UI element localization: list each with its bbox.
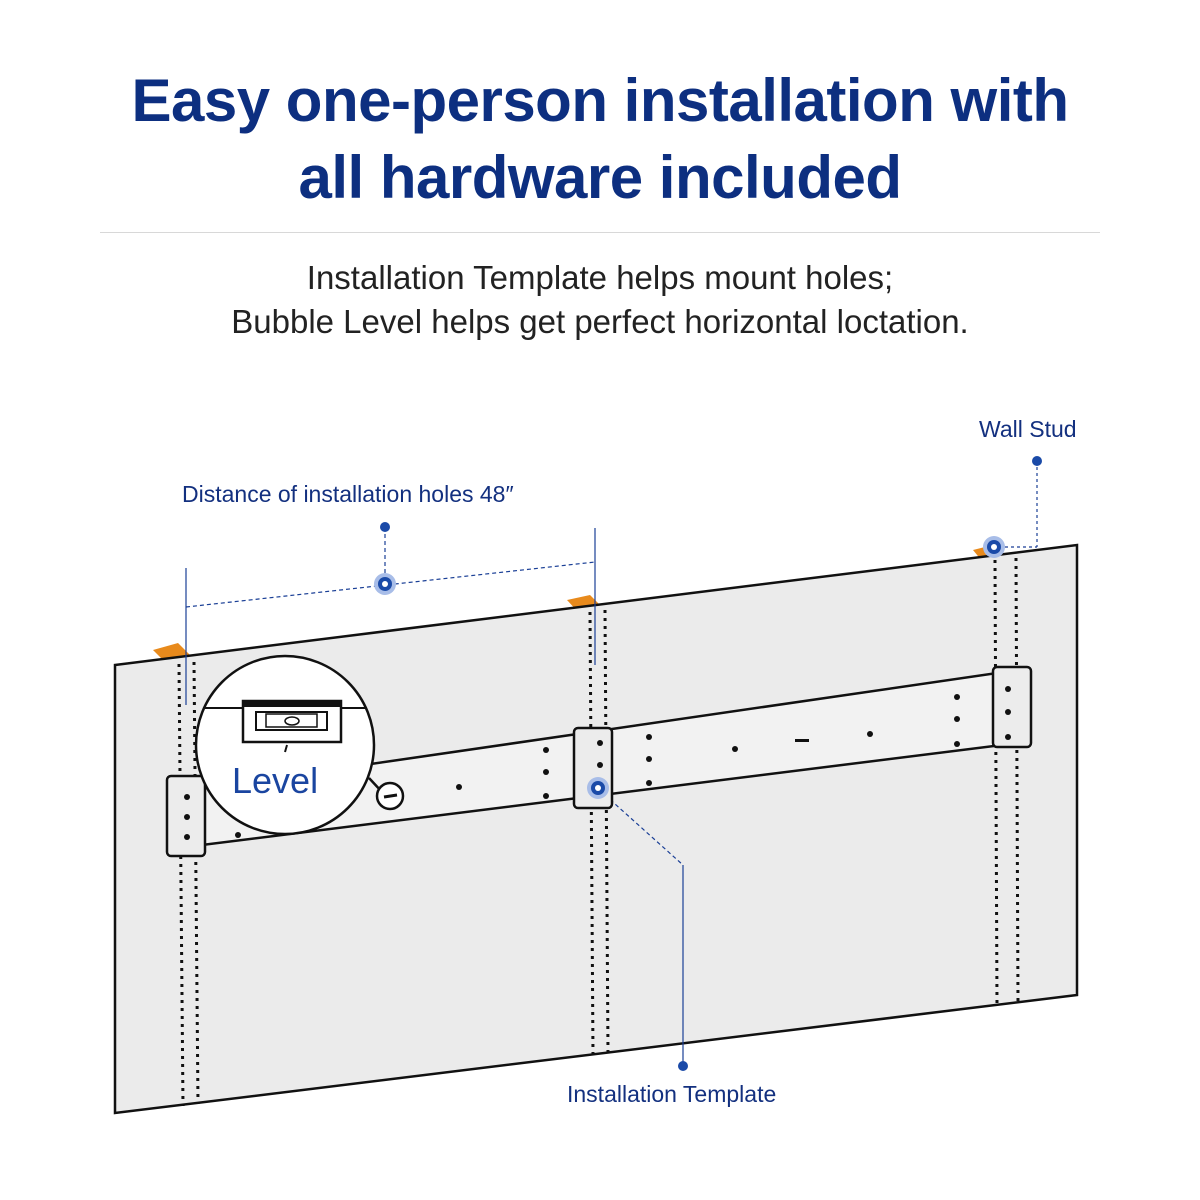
template-holes xyxy=(184,686,1011,840)
stud-dotted-lines xyxy=(177,557,1020,1107)
subtitle-line-1: Installation Template helps mount holes; xyxy=(306,259,894,296)
title-line-1: Easy one-person installation with xyxy=(131,67,1070,134)
level-label: Level xyxy=(232,760,319,801)
page-title: Easy one-person installation with all ha… xyxy=(0,62,1200,216)
divider xyxy=(100,232,1100,233)
subtitle-line-2: Bubble Level helps get perfect horizonta… xyxy=(231,303,969,340)
subtitle: Installation Template helps mount holes;… xyxy=(0,256,1200,344)
title-line-2: all hardware included xyxy=(298,144,902,211)
installation-template-label: Installation Template xyxy=(567,1081,777,1107)
wall-stud-label: Wall Stud xyxy=(979,416,1077,442)
distance-label: Distance of installation holes 48″ xyxy=(182,481,514,507)
bubble-level-magnifier xyxy=(194,654,405,836)
wall-panel xyxy=(113,543,1079,1115)
callout-markers xyxy=(374,456,1042,1071)
